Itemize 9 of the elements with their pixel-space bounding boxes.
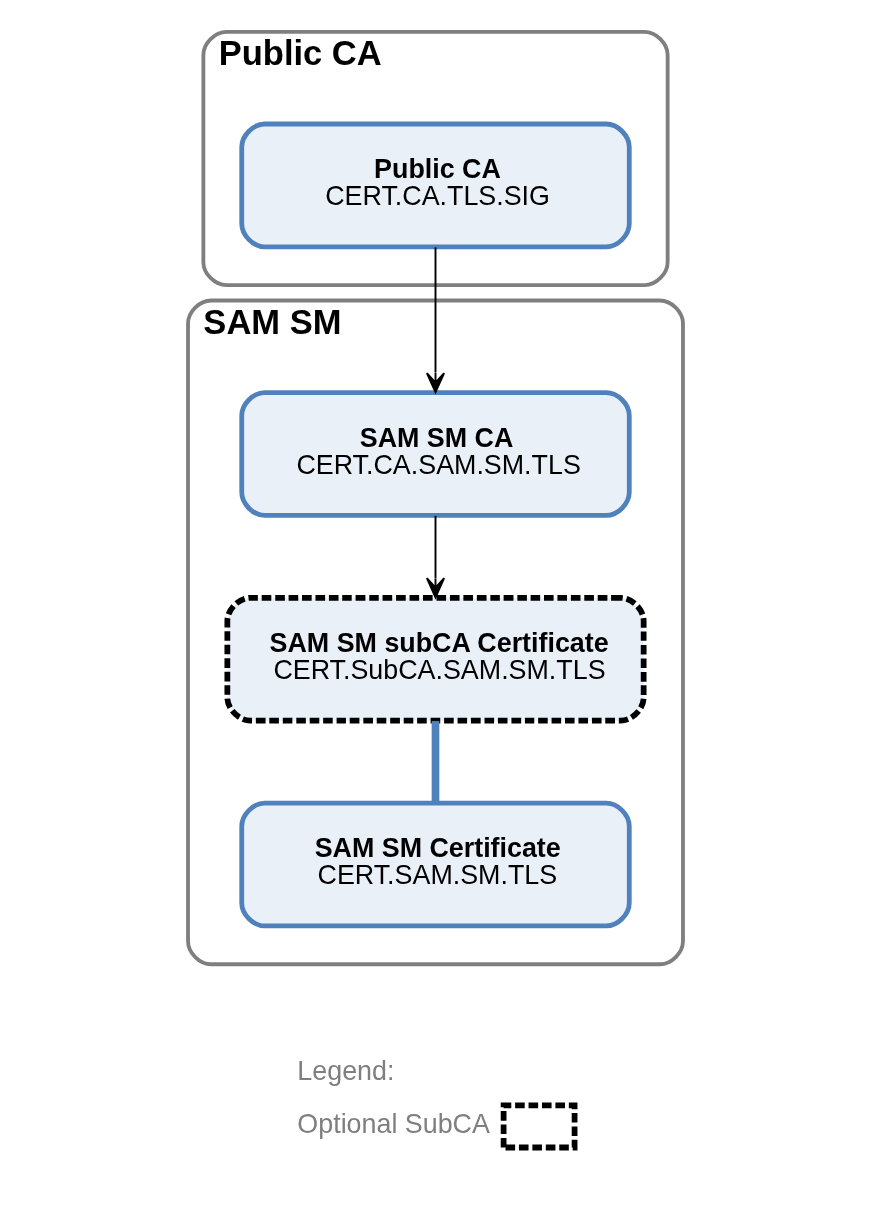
- node-box: Public CA CERT.CA.TLS.SIG: [238, 121, 632, 250]
- node-box: SAM SM CA CERT.CA.SAM.SM.TLS: [238, 390, 632, 518]
- legend-label: Optional SubCA: [296, 1109, 490, 1140]
- arrow: [425, 514, 445, 599]
- arrow: [425, 246, 445, 394]
- node-box: SAM SM Certificate CERT.SAM.SM.TLS: [238, 800, 632, 929]
- node-box: SAM SM subCA Certificate CERT.SubCA.SAM.SM.TLS: [223, 595, 647, 724]
- connector: [431, 721, 439, 803]
- label: Legend:: [296, 1055, 394, 1086]
